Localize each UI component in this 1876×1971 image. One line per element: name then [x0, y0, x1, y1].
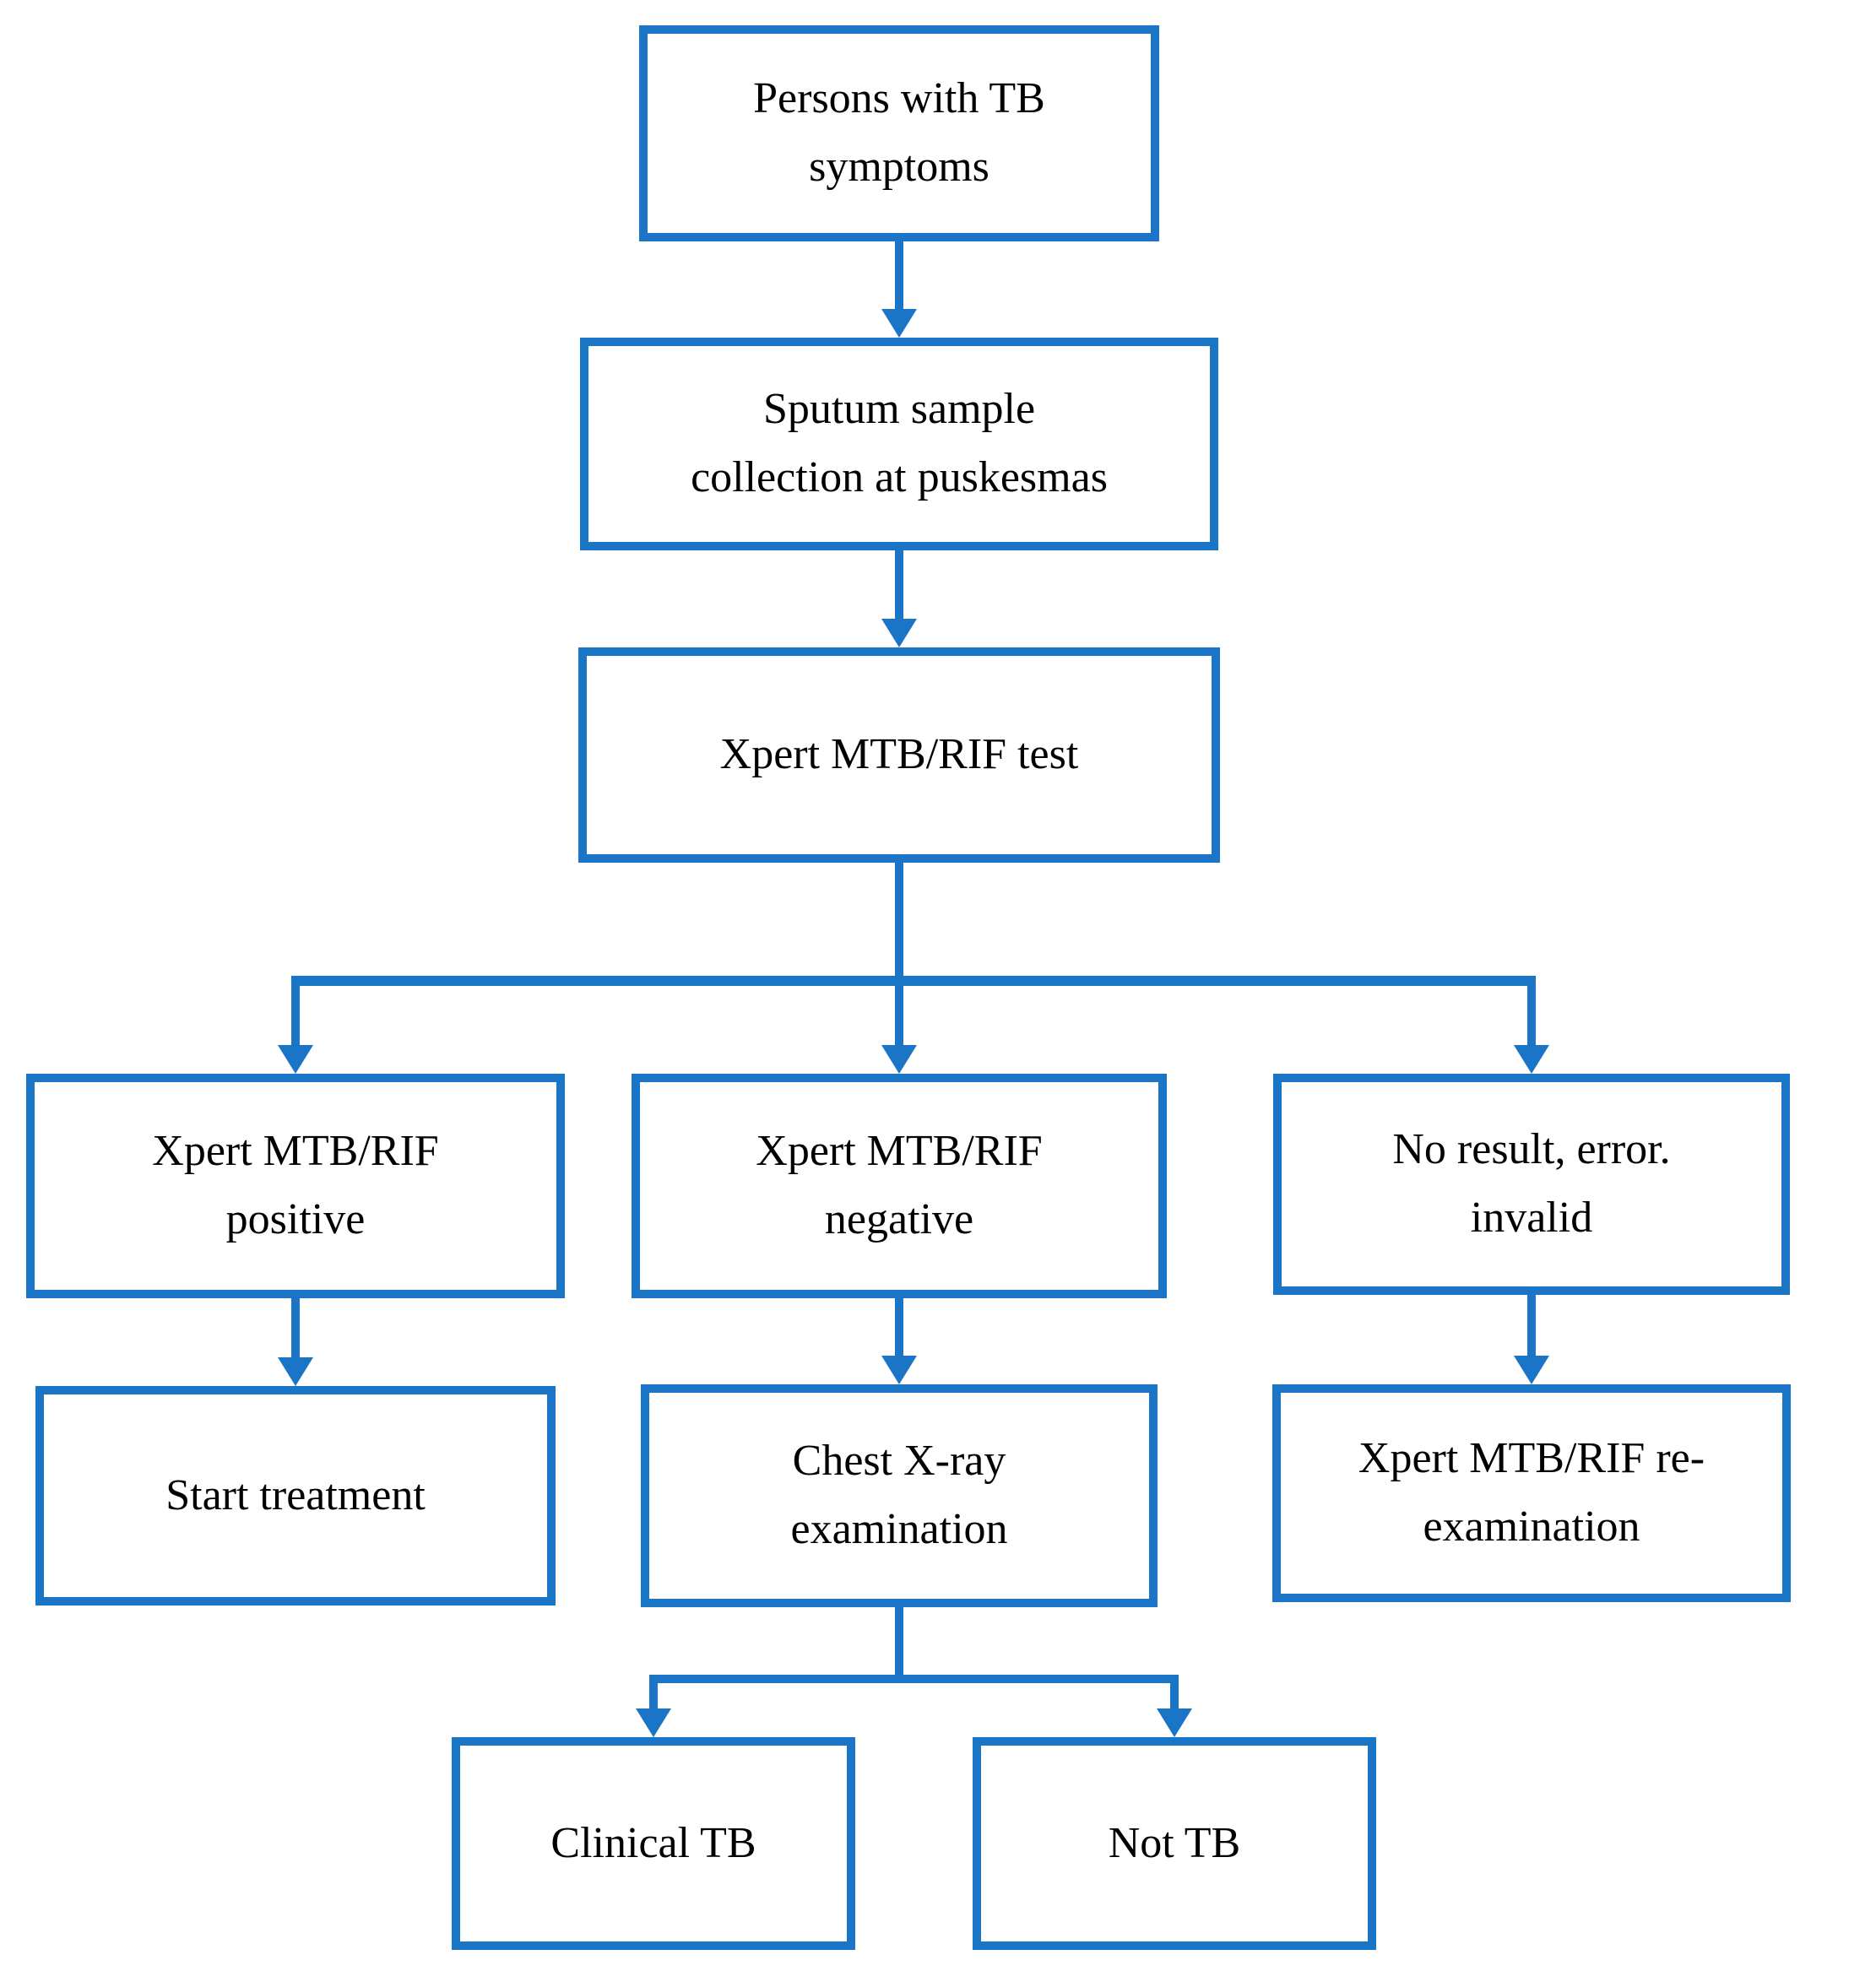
- node-label-line: Xpert MTB/RIF re-: [1358, 1434, 1705, 1483]
- connector-xpert-test-stem: [895, 863, 903, 986]
- node-label-line: positive: [225, 1195, 366, 1243]
- arrow-split-to-not-tb-head: [1157, 1708, 1192, 1737]
- node-xpert-reexamination: Xpert MTB/RIF re- examination: [1272, 1384, 1791, 1602]
- node-label-line: Chest X-ray: [792, 1437, 1006, 1486]
- node-not-tb: Not TB: [973, 1737, 1376, 1950]
- node-label-line: Start treatment: [165, 1470, 426, 1519]
- arrow-branch-to-negative-shaft: [895, 976, 903, 1045]
- node-xpert-positive: Xpert MTB/RIF positive: [26, 1074, 565, 1298]
- node-start-treatment: Start treatment: [35, 1386, 556, 1605]
- node-label-line: Persons with TB: [753, 74, 1045, 123]
- node-clinical-tb: Clinical TB: [452, 1737, 855, 1950]
- node-label-line: Clinical TB: [550, 1818, 756, 1867]
- connector-xray-stem: [895, 1607, 903, 1683]
- node-chest-xray-examination: Chest X-ray examination: [641, 1384, 1158, 1607]
- arrow-negative-to-xray-shaft: [895, 1298, 903, 1356]
- arrow-branch-to-no-result-shaft: [1527, 976, 1536, 1045]
- node-label-line: invalid: [1470, 1194, 1593, 1242]
- node-sputum-sample-collection: Sputum sample collection at puskesmas: [580, 338, 1218, 550]
- arrow-branch-to-positive-head: [278, 1045, 313, 1074]
- arrow-no-result-to-reexam-shaft: [1527, 1295, 1536, 1356]
- connector-three-way-horizontal: [291, 976, 1536, 986]
- arrow-split-to-clinical-head: [636, 1708, 671, 1737]
- arrow-negative-to-xray-head: [881, 1356, 917, 1384]
- arrow-branch-to-negative-head: [881, 1045, 917, 1074]
- arrow-branch-to-positive-shaft: [291, 976, 300, 1045]
- node-label-line: Not TB: [1108, 1818, 1241, 1867]
- node-no-result-error-invalid: No result, error. invalid: [1273, 1074, 1790, 1295]
- connector-two-way-horizontal: [649, 1675, 1179, 1683]
- arrow-persons-to-sputum-head: [881, 309, 917, 338]
- node-label-line: Sputum sample: [762, 385, 1036, 434]
- arrow-sputum-to-xpert-test-head: [881, 619, 917, 647]
- node-label-line: Xpert MTB/RIF: [152, 1127, 439, 1176]
- node-persons-with-tb-symptoms: Persons with TB symptoms: [639, 25, 1159, 241]
- node-xpert-mtb-rif-test: Xpert MTB/RIF test: [578, 647, 1220, 863]
- arrow-no-result-to-reexam-head: [1514, 1356, 1549, 1384]
- node-label-line: No result, error.: [1392, 1125, 1671, 1174]
- arrow-positive-to-treatment-shaft: [291, 1298, 300, 1357]
- arrow-sputum-to-xpert-test-shaft: [895, 550, 903, 619]
- node-label-line: examination: [1423, 1503, 1640, 1551]
- node-label-line: Xpert MTB/RIF: [756, 1127, 1043, 1176]
- arrow-split-to-not-tb-shaft: [1170, 1675, 1179, 1708]
- node-label-line: collection at puskesmas: [691, 453, 1108, 501]
- node-label-line: negative: [824, 1195, 974, 1243]
- node-label-line: Xpert MTB/RIF test: [719, 730, 1079, 779]
- node-label-line: symptoms: [809, 143, 990, 191]
- arrow-persons-to-sputum-shaft: [895, 241, 903, 312]
- arrow-positive-to-treatment-head: [278, 1357, 313, 1386]
- node-xpert-negative: Xpert MTB/RIF negative: [632, 1074, 1167, 1298]
- arrow-split-to-clinical-shaft: [649, 1675, 658, 1708]
- arrow-branch-to-no-result-head: [1514, 1045, 1549, 1074]
- node-label-line: examination: [790, 1505, 1008, 1553]
